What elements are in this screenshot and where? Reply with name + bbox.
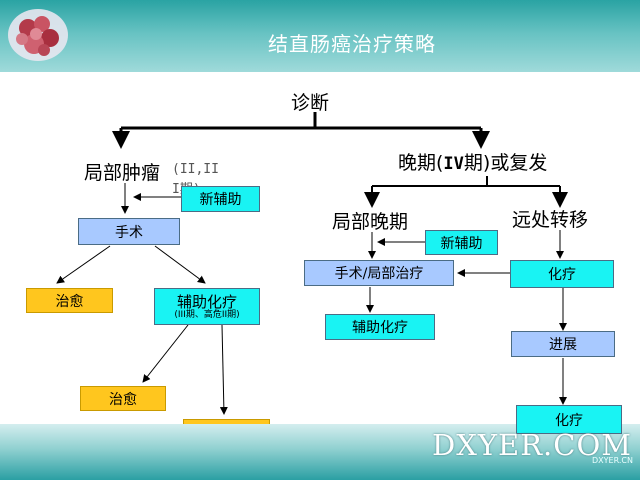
node-adjuvant-right: 辅助化疗	[325, 314, 435, 340]
node-adjuvant-chemo: 辅助化疗 (III期、高危II期)	[154, 288, 260, 325]
slide-title: 结直肠癌治疗策略	[268, 32, 436, 56]
node-cured-left: 治愈	[26, 288, 113, 313]
node-progression: 进展	[511, 331, 615, 357]
node-late-part-b: IV	[443, 154, 464, 174]
molecule-icon	[8, 9, 68, 61]
watermark: DXYER.COM	[432, 428, 632, 462]
node-chemo: 化疗	[510, 260, 614, 288]
node-locally-advanced: 局部晚期	[332, 211, 409, 233]
node-late-or-recurrence: 晚期(IV期)或复发	[398, 148, 547, 175]
node-local-tumor-stage: (II,II	[172, 162, 219, 177]
node-adjuvant-chemo-label: 辅助化疗	[176, 292, 237, 311]
node-diagnosis: 诊断	[291, 92, 330, 114]
node-distant-metastasis: 远处转移	[512, 209, 589, 231]
node-late-part-c: 期)或复发	[463, 152, 548, 174]
node-neoadjuvant-right: 新辅助	[425, 230, 498, 255]
node-neoadjuvant-left: 新辅助	[181, 186, 260, 212]
node-chemo-bottom: 化疗	[516, 405, 622, 434]
node-surgery: 手术	[78, 218, 180, 245]
watermark-small: DXYER.CN	[592, 456, 633, 465]
node-adjuvant-chemo-sub: (III期、高危II期)	[174, 309, 240, 320]
node-cured-bottom: 治愈	[80, 386, 166, 411]
header-banner: 结直肠癌治疗策略	[0, 0, 640, 72]
node-late-part-a: 晚期(	[398, 152, 444, 174]
node-local-tumor: 局部肿瘤	[84, 162, 161, 184]
node-surgery-local: 手术/局部治疗	[304, 260, 454, 286]
